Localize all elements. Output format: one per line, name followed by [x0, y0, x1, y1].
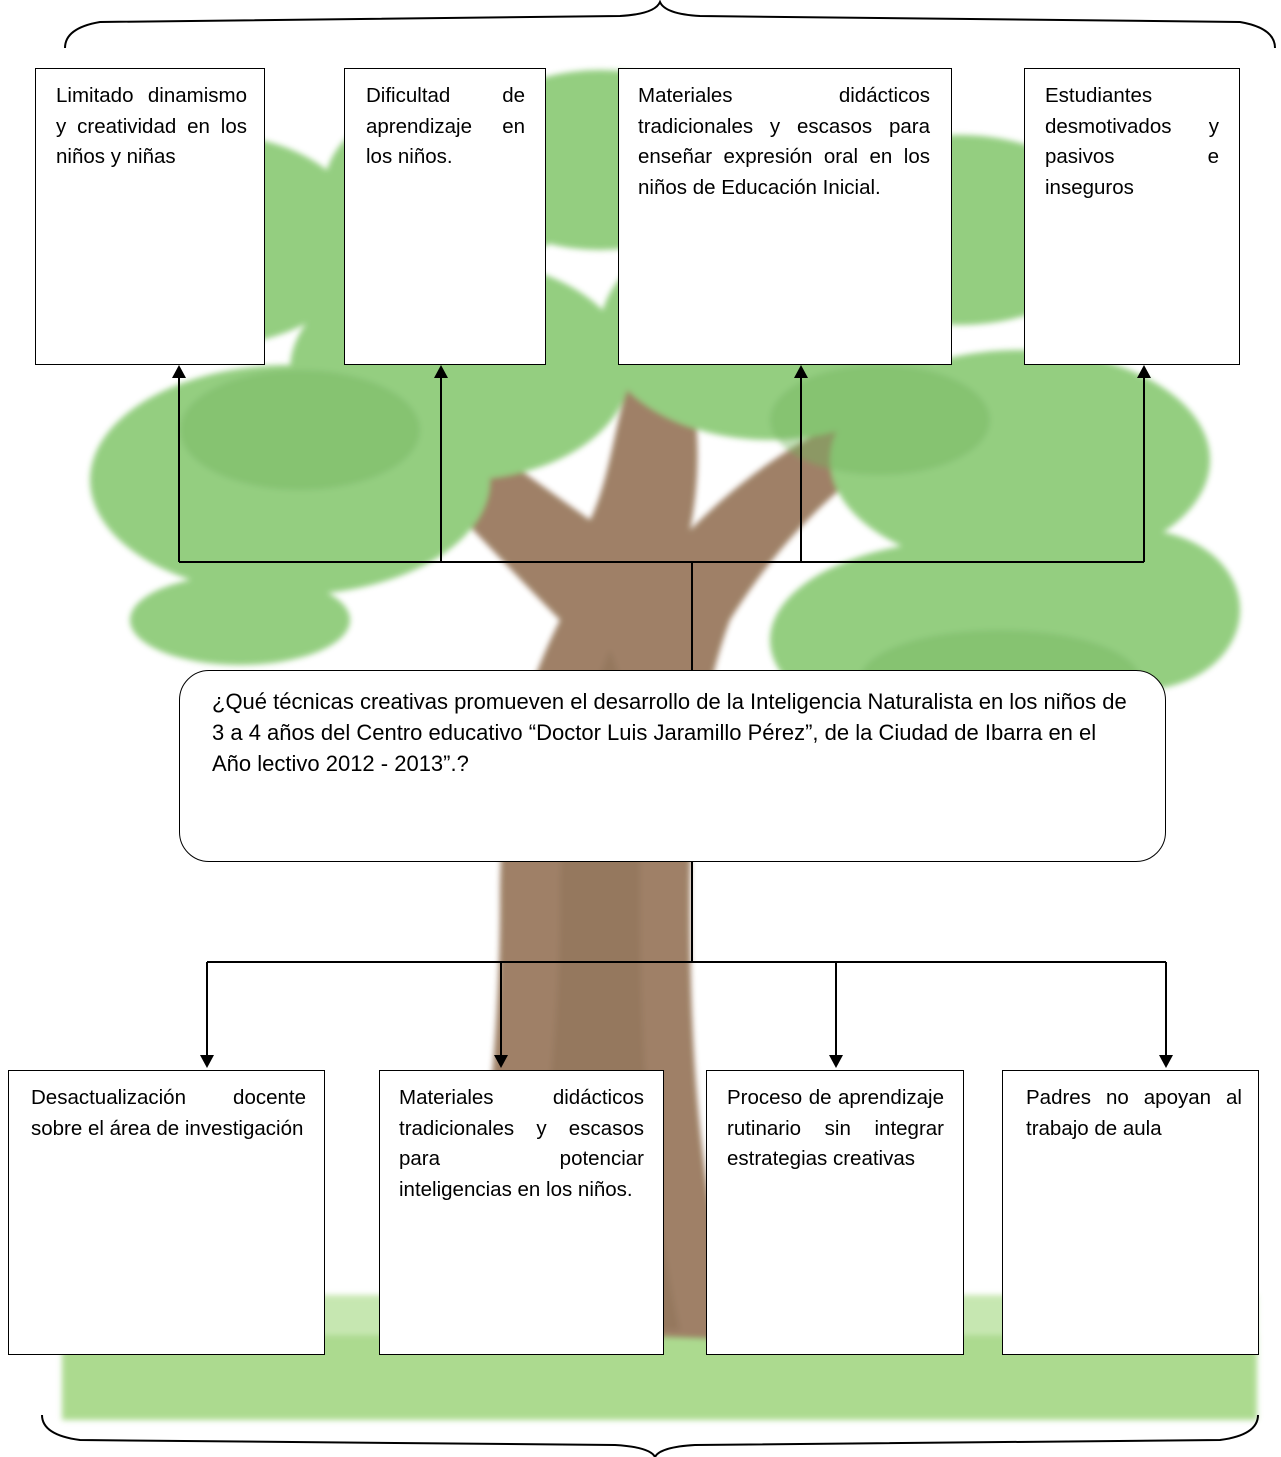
arrowhead-cause-4	[1159, 1055, 1173, 1068]
cause-box-2: Materiales didácticos tradicionales y es…	[379, 1070, 664, 1355]
problem-statement: ¿Qué técnicas creativas promueven el des…	[179, 670, 1166, 862]
cause-box-3: Proceso de aprendizaje rutinario sin int…	[706, 1070, 964, 1355]
effect-box-3: Materiales didácticos tradicionales y es…	[618, 68, 952, 365]
arrowhead-cause-2	[494, 1055, 508, 1068]
arrowhead-effect-3	[794, 365, 808, 378]
effect-box-2: Dificultad de aprendizaje en los niños.	[344, 68, 546, 365]
arrowhead-effect-2	[434, 365, 448, 378]
bottom-brace	[41, 1414, 1259, 1457]
arrowhead-cause-1	[200, 1055, 214, 1068]
cause-box-4: Padres no apoyan al trabajo de aula	[1002, 1070, 1259, 1355]
effect-box-1: Limitado dinamismo y creatividad en los …	[35, 68, 265, 365]
effect-box-4: Estudiantes desmotivados y pasivos e ins…	[1024, 68, 1240, 365]
cause-box-1: Desactualización docente sobre el área d…	[8, 1070, 325, 1355]
arrowhead-effect-4	[1137, 365, 1151, 378]
top-brace	[64, 0, 1276, 49]
arrowhead-cause-3	[829, 1055, 843, 1068]
arrowhead-effect-1	[172, 365, 186, 378]
